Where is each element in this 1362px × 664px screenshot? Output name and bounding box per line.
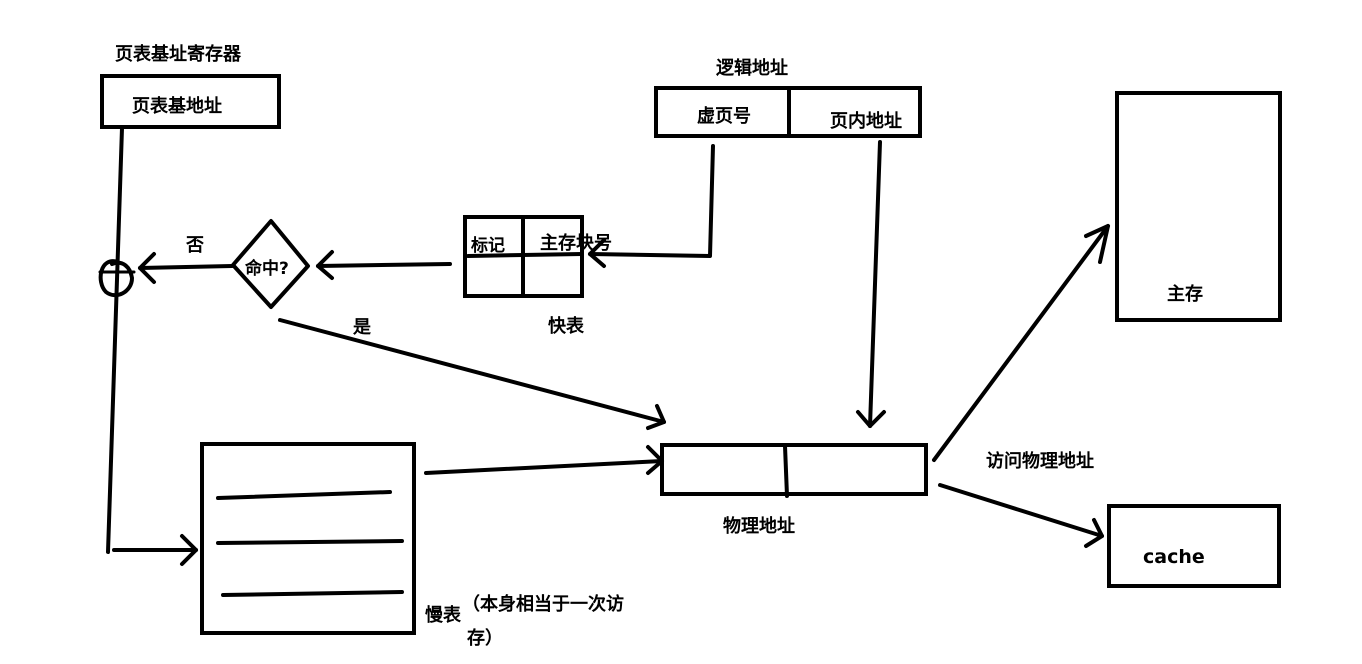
arrow-slow-table-to-physical-head	[646, 445, 664, 475]
arrow-vpn-to-tlb	[588, 144, 715, 258]
physical-address-box	[660, 443, 928, 496]
physical-address-label: 物理地址	[723, 515, 795, 537]
arrow-to-slow-table-head	[180, 534, 198, 566]
yes-label: 是	[352, 317, 371, 338]
tlb-frame-number-label: 主存块号	[540, 232, 612, 254]
cache-box	[1107, 504, 1281, 588]
arrow-offset-to-physical	[868, 140, 882, 428]
arrow-physical-to-cache	[938, 483, 1104, 538]
hit-diamond	[231, 219, 310, 309]
hit-question-label: 命中?	[244, 258, 289, 279]
slow-table-label: 慢表	[425, 604, 462, 626]
logical-address-label: 逻辑地址	[716, 57, 788, 79]
arrow-yes	[278, 318, 666, 424]
physical-address-divider	[783, 444, 789, 498]
access-physical-address-label: 访问物理地址	[986, 450, 1094, 472]
slow-table-box	[200, 442, 416, 635]
slow-table-row-3	[221, 590, 404, 597]
slow-table-row-2	[216, 539, 404, 545]
cache-label: cache	[1143, 546, 1205, 568]
page-offset-label: 页内地址	[830, 110, 902, 132]
page-table-base-register-label: 页表基址寄存器	[115, 43, 242, 65]
arrow-no	[138, 264, 234, 270]
arrow-physical-to-cache-head	[1084, 518, 1104, 548]
base-address-line	[106, 126, 124, 554]
slow-table-row-1	[216, 490, 392, 500]
no-label: 否	[185, 235, 204, 256]
slow-table-note-line1: （本身相当于一次访	[462, 593, 624, 615]
arrow-no-head	[138, 252, 156, 284]
slow-table-note-line2: 存）	[467, 627, 503, 649]
tlb-tag-label: 标记	[471, 235, 505, 256]
arrow-vpn-to-tlb-head	[588, 238, 606, 268]
page-table-base-address-label: 页表基地址	[132, 95, 222, 117]
arrow-physical-to-main-memory-head	[1084, 224, 1110, 264]
virtual-page-number-label: 虚页号	[697, 105, 751, 127]
arrow-tlb-to-hit-head	[316, 250, 334, 280]
arrow-slow-table-to-physical	[424, 459, 664, 475]
arrow-offset-to-physical-head	[856, 410, 886, 428]
arrow-tlb-to-hit	[316, 262, 452, 268]
arrow-physical-to-main-memory	[932, 224, 1110, 462]
page-table-base-register-box	[100, 74, 281, 129]
main-memory-label: 主存	[1167, 283, 1203, 305]
tlb-name-label: 快表	[548, 315, 585, 337]
main-memory-box	[1115, 91, 1282, 322]
arrow-yes-head	[646, 404, 666, 430]
